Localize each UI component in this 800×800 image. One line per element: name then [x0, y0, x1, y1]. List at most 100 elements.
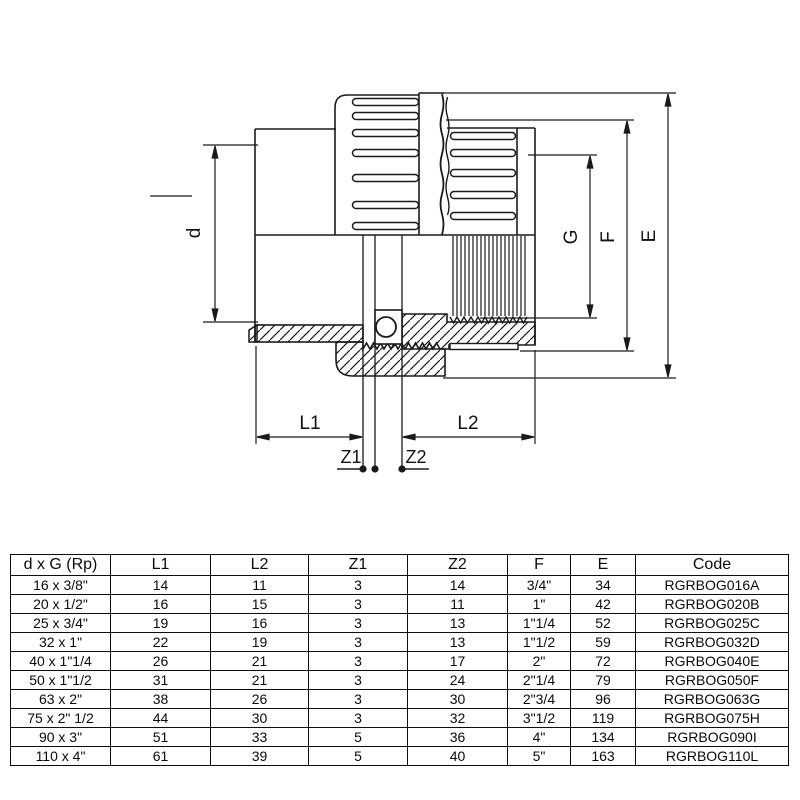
table-cell: 3 — [308, 632, 408, 652]
table-cell: RGRBOG020B — [635, 594, 789, 614]
table-cell: 59 — [570, 632, 636, 652]
dim-label-F: F — [598, 231, 619, 243]
table-header-cell: L1 — [110, 554, 211, 576]
table-cell: 5" — [507, 746, 571, 766]
table-cell: 17 — [407, 651, 508, 671]
table-cell: 13 — [407, 632, 508, 652]
table-cell: RGRBOG075H — [635, 708, 789, 728]
table-cell: 5 — [308, 727, 408, 747]
table-header-cell: E — [570, 554, 636, 576]
table-cell: 22 — [110, 632, 211, 652]
table-cell: 3 — [308, 594, 408, 614]
table-cell: RGRBOG025C — [635, 613, 789, 633]
table-cell: 3/4" — [507, 575, 571, 595]
table-header-cell: d x G (Rp) — [10, 554, 111, 576]
table-cell: 19 — [210, 632, 309, 652]
table-cell: 50 x 1"1/2 — [10, 670, 111, 690]
table-cell: 31 — [110, 670, 211, 690]
table-cell: 34 — [570, 575, 636, 595]
table-cell: 61 — [110, 746, 211, 766]
table-cell: 63 x 2" — [10, 689, 111, 709]
nut-grip-ribs — [351, 97, 420, 231]
table-cell: 3"1/2 — [507, 708, 571, 728]
table-cell: 5 — [308, 746, 408, 766]
o-ring — [374, 309, 403, 345]
table-cell: 26 — [210, 689, 309, 709]
table-cell: 3 — [308, 689, 408, 709]
table-cell: RGRBOG050F — [635, 670, 789, 690]
table-cell: 1" — [507, 594, 571, 614]
table-cell: 75 x 2" 1/2 — [10, 708, 111, 728]
table-header-cell: Z1 — [308, 554, 408, 576]
table-cell: 26 — [110, 651, 211, 671]
table-cell: 119 — [570, 708, 636, 728]
table-cell: 39 — [210, 746, 309, 766]
dim-label-d: d — [184, 228, 205, 239]
table-cell: 2" — [507, 651, 571, 671]
table-cell: 30 — [210, 708, 309, 728]
table-cell: 3 — [308, 575, 408, 595]
dim-label-G: G — [561, 230, 582, 245]
table-cell: 16 x 3/8" — [10, 575, 111, 595]
table-cell: 52 — [570, 613, 636, 633]
table-cell: 3 — [308, 651, 408, 671]
table-cell: 13 — [407, 613, 508, 633]
table-cell: 3 — [308, 613, 408, 633]
table-cell: 90 x 3" — [10, 727, 111, 747]
table-cell: 20 x 1/2" — [10, 594, 111, 614]
table-cell: 2"3/4 — [507, 689, 571, 709]
dim-label-Z2: Z2 — [405, 447, 426, 467]
table-cell: RGRBOG016A — [635, 575, 789, 595]
table-cell: RGRBOG110L — [635, 746, 789, 766]
fitting-technical-drawing: d G F E L1 L2 Z1 Z2 — [150, 92, 676, 473]
table-cell: 30 — [407, 689, 508, 709]
table-cell: 14 — [110, 575, 211, 595]
table-cell: 15 — [210, 594, 309, 614]
table-cell: 36 — [407, 727, 508, 747]
dim-label-L2: L2 — [457, 413, 478, 434]
table-cell: 16 — [210, 613, 309, 633]
table-cell: 3 — [308, 670, 408, 690]
table-cell: 21 — [210, 651, 309, 671]
table-cell: 3 — [308, 708, 408, 728]
table-header-cell: Z2 — [407, 554, 508, 576]
dim-label-Z1: Z1 — [340, 447, 361, 467]
table-cell: RGRBOG040E — [635, 651, 789, 671]
body-grip-ribs — [449, 131, 517, 221]
table-cell: 110 x 4" — [10, 746, 111, 766]
table-cell: 4" — [507, 727, 571, 747]
table-cell: 24 — [407, 670, 508, 690]
table-cell: 21 — [210, 670, 309, 690]
table-cell: 79 — [570, 670, 636, 690]
female-thread — [449, 236, 528, 325]
table-cell: 16 — [110, 594, 211, 614]
dim-label-E: E — [639, 230, 660, 243]
dimension-lines — [203, 92, 676, 473]
table-cell: 11 — [407, 594, 508, 614]
z-reference-lines — [362, 235, 403, 469]
table-cell: 25 x 3/4" — [10, 613, 111, 633]
table-cell: 2"1/4 — [507, 670, 571, 690]
table-cell: RGRBOG090I — [635, 727, 789, 747]
table-header-cell: Code — [635, 554, 789, 576]
table-header-cell: L2 — [210, 554, 309, 576]
table-cell: 32 — [407, 708, 508, 728]
table-cell: 1"1/2 — [507, 632, 571, 652]
table-cell: 51 — [110, 727, 211, 747]
table-cell: 40 — [407, 746, 508, 766]
table-cell: 96 — [570, 689, 636, 709]
table-cell: 72 — [570, 651, 636, 671]
